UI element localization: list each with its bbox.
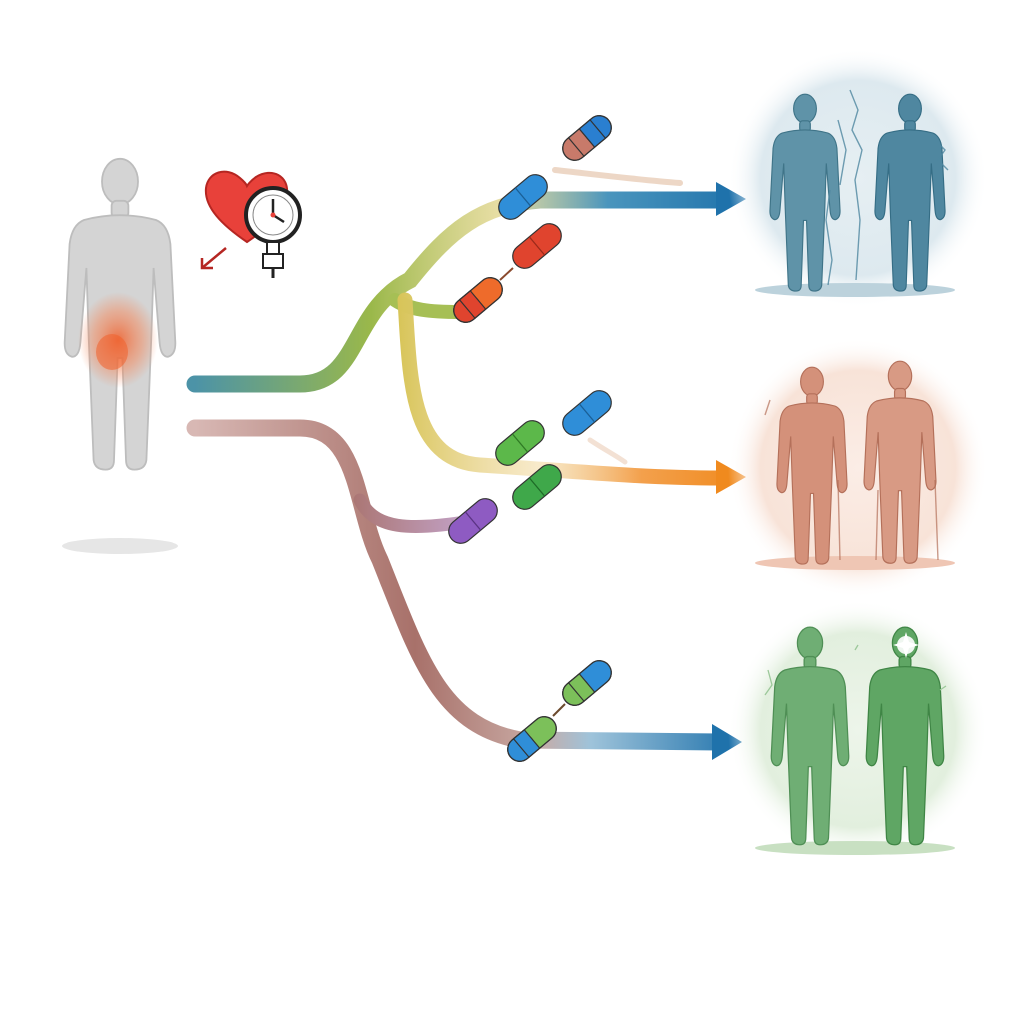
pain-core xyxy=(96,334,128,370)
outcome-orange xyxy=(728,338,988,598)
pill-icon-blue-brown xyxy=(562,115,612,161)
medication-pills xyxy=(448,115,612,762)
stream-wisp-top xyxy=(552,167,683,186)
sparkle-icon xyxy=(893,632,919,658)
stream-middle xyxy=(397,292,728,486)
outcome-green-sparkle-marks xyxy=(764,644,947,696)
outcome-blue xyxy=(728,48,988,308)
source-shadow xyxy=(62,538,178,554)
source-patient xyxy=(62,157,178,554)
pill-icon-green-teal xyxy=(512,464,562,510)
pill-icon-red-orange xyxy=(453,277,503,323)
pill-icon-purple xyxy=(448,498,498,544)
outcome-orange-cane-lines xyxy=(764,399,939,561)
pill-icon-red xyxy=(512,223,562,269)
outcome-blue-halo xyxy=(728,48,988,308)
stream-wisp-mid xyxy=(587,437,628,465)
pill-icon-blue xyxy=(498,174,548,220)
outcome-green xyxy=(728,600,988,860)
outcome-blue-crack-lines xyxy=(825,89,949,286)
pill-icon-green-blue-top xyxy=(562,660,612,706)
stream-lower xyxy=(186,419,729,751)
treatment-streams xyxy=(186,167,729,751)
pill-icon-green xyxy=(495,420,545,466)
outcome-orange-ground xyxy=(755,556,955,570)
outcome-green-halo xyxy=(728,600,988,860)
pill-connector-lower xyxy=(552,703,566,717)
stream-branch-purple xyxy=(353,493,472,534)
pill-icon-blue-green-bottom xyxy=(507,716,557,762)
blood-pressure-gauge-icon xyxy=(244,186,302,278)
arrowhead-bottom xyxy=(712,724,742,760)
stream-upper xyxy=(186,191,729,393)
down-left-arrow-icon xyxy=(200,247,227,270)
vital-signs-icon-group xyxy=(200,170,302,278)
pill-connector-red xyxy=(499,267,514,281)
outcome-green-ground xyxy=(755,841,955,855)
pill-icon-blue-middle xyxy=(562,390,612,436)
